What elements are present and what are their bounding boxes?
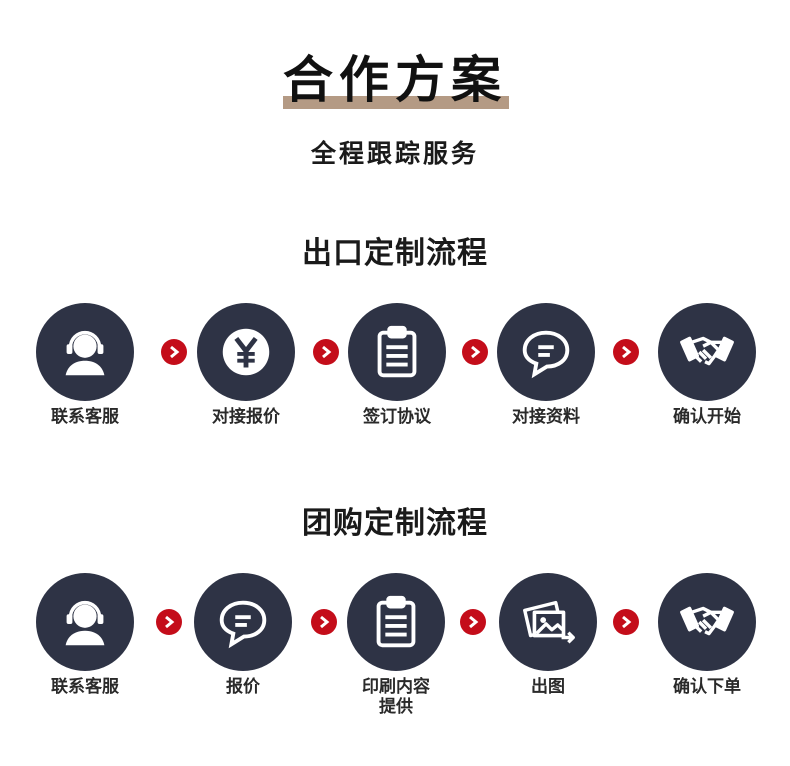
chevron-right-icon xyxy=(613,339,639,365)
chat-bubble-icon xyxy=(497,303,595,401)
page-subtitle: 全程跟踪服务 xyxy=(310,139,479,168)
page-title-wrap: 合作方案 xyxy=(0,48,790,112)
headset-icon xyxy=(36,303,134,401)
export-step-label: 签订协议 xyxy=(363,407,431,427)
page-title: 合作方案 xyxy=(283,51,507,109)
chevron-right-icon xyxy=(462,339,488,365)
chevron-right-icon xyxy=(311,609,337,635)
export-step-label: 对接资料 xyxy=(512,407,580,427)
clipboard-icon xyxy=(348,303,446,401)
group-step-contact: 联系客服 xyxy=(5,573,165,697)
chevron-right-icon xyxy=(313,339,339,365)
chevron-right-icon xyxy=(161,339,187,365)
group-step-content: 印刷内容 提供 xyxy=(316,573,476,717)
export-step-confirm: 确认开始 xyxy=(627,303,787,427)
group-step-quote: 报价 xyxy=(163,573,323,697)
group-step-label-line2: 提供 xyxy=(379,697,413,717)
export-step-materials: 对接资料 xyxy=(466,303,626,427)
handshake-icon xyxy=(658,303,756,401)
group-step-label: 报价 xyxy=(226,677,260,697)
image-icon xyxy=(499,573,597,671)
chevron-right-icon xyxy=(156,609,182,635)
export-flow-title: 出口定制流程 xyxy=(302,236,488,271)
clipboard-icon xyxy=(347,573,445,671)
group-step-order: 确认下单 xyxy=(627,573,787,697)
group-flow-title: 团购定制流程 xyxy=(302,506,488,541)
export-step-label: 确认开始 xyxy=(673,407,741,427)
export-step-quote: 对接报价 xyxy=(166,303,326,427)
chevron-right-icon xyxy=(613,609,639,635)
export-step-agreement: 签订协议 xyxy=(317,303,477,427)
export-step-label: 对接报价 xyxy=(212,407,280,427)
group-step-label: 确认下单 xyxy=(673,677,741,697)
chevron-right-icon xyxy=(460,609,486,635)
yen-icon xyxy=(197,303,295,401)
handshake-icon xyxy=(658,573,756,671)
group-step-label: 联系客服 xyxy=(51,677,119,697)
export-step-label: 联系客服 xyxy=(51,407,119,427)
title-underline xyxy=(283,96,509,109)
group-step-label: 印刷内容 xyxy=(362,677,430,697)
group-step-image: 出图 xyxy=(468,573,628,697)
export-step-contact: 联系客服 xyxy=(5,303,165,427)
group-step-label: 出图 xyxy=(531,677,565,697)
headset-icon xyxy=(36,573,134,671)
chat-bubble-icon xyxy=(194,573,292,671)
